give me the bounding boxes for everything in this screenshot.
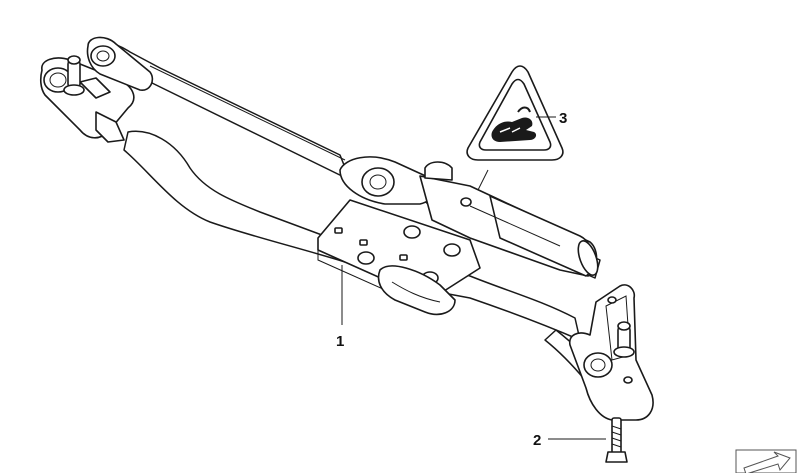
right-pivot-bracket <box>568 284 654 421</box>
right-pivot-shaft <box>613 321 635 358</box>
callout-1: 1 <box>336 333 344 350</box>
upper-left-crank <box>86 36 154 91</box>
hex-bolt-part <box>605 417 628 463</box>
wiper-motor <box>419 161 599 277</box>
warning-triangle-hand-pinch-icon <box>466 65 564 161</box>
next-page-arrow-icon[interactable] <box>735 449 797 473</box>
callout-3: 3 <box>559 110 567 127</box>
left-pivot-shaft <box>63 55 85 96</box>
callout-2: 2 <box>533 432 541 449</box>
gearbox-housing <box>377 265 456 316</box>
leader-3-label-link <box>477 169 489 191</box>
